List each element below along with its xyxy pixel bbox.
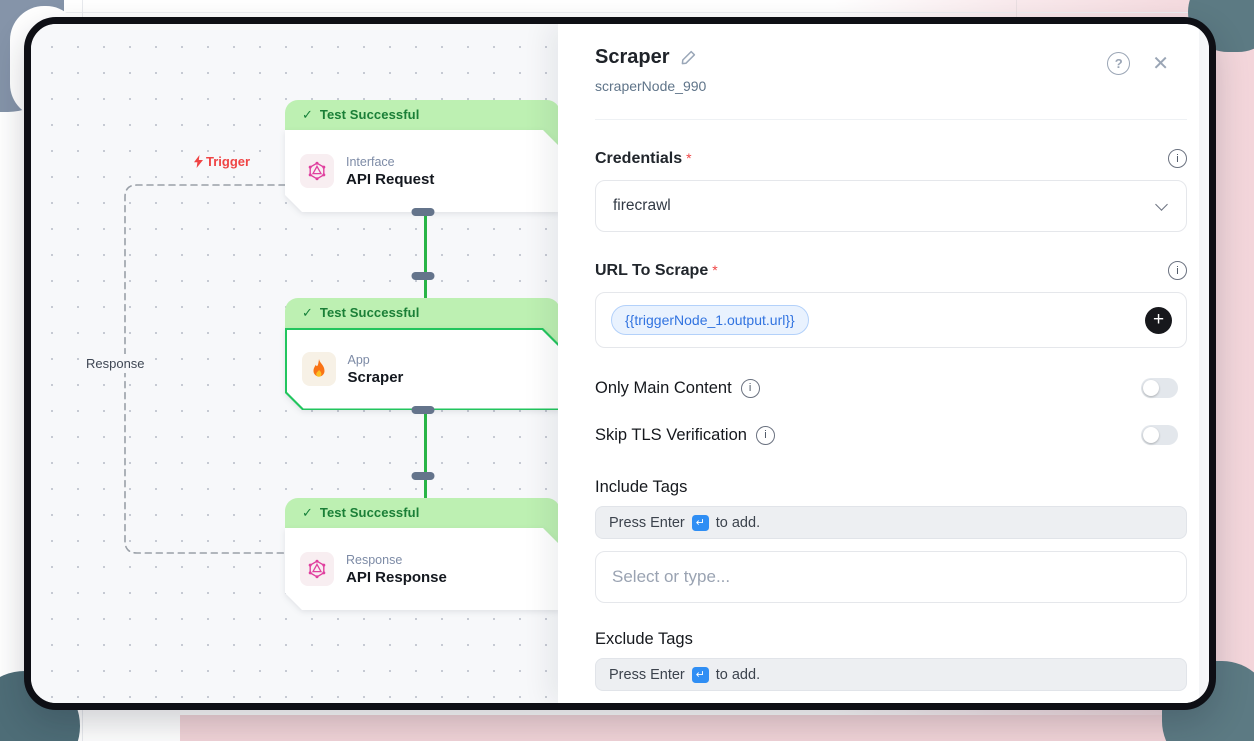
- edge-scraper-to-apiresponse: [424, 408, 427, 502]
- skip-tls-row: Skip TLS Verification i: [595, 425, 1187, 445]
- enter-key-icon: ↵: [691, 514, 709, 531]
- node-title: API Request: [346, 170, 435, 188]
- output-port-handle[interactable]: [411, 406, 434, 414]
- background-line: [0, 12, 1254, 13]
- node-title: Scraper: [347, 368, 404, 386]
- only-main-content-label: Only Main Content: [595, 378, 732, 397]
- skip-tls-label: Skip TLS Verification: [595, 425, 747, 444]
- credentials-selected-value: firecrawl: [613, 197, 671, 214]
- close-icon: ✕: [1152, 52, 1169, 75]
- background-strip: [180, 715, 1254, 741]
- hexagram-graph-icon: [307, 161, 327, 181]
- exclude-tags-label: Exclude Tags: [595, 630, 693, 648]
- node-icon-tile: [300, 552, 334, 586]
- url-to-scrape-label: URL To Scrape: [595, 261, 709, 279]
- toggle-knob: [1143, 427, 1159, 443]
- help-button[interactable]: ?: [1107, 52, 1131, 75]
- info-icon[interactable]: i: [740, 378, 760, 398]
- credentials-label: Credentials: [595, 149, 683, 167]
- node-category: Response: [346, 552, 403, 567]
- check-icon: ✓: [302, 505, 313, 520]
- panel-divider: [595, 119, 1187, 120]
- background-line: [1016, 0, 1017, 20]
- edge-apirequest-to-scraper: [424, 210, 427, 300]
- node-icon-tile: [300, 154, 334, 188]
- output-port-handle[interactable]: [411, 208, 434, 216]
- question-mark-icon: ?: [1114, 56, 1123, 71]
- add-variable-button[interactable]: +: [1145, 306, 1172, 334]
- input-port-handle[interactable]: [411, 472, 434, 480]
- node-status-text: Test Successful: [319, 305, 420, 320]
- panel-title: Scraper: [595, 46, 670, 68]
- input-port-handle[interactable]: [411, 272, 434, 280]
- only-main-content-row: Only Main Content i: [595, 378, 1187, 398]
- required-marker: *: [712, 261, 718, 278]
- pencil-icon: [681, 50, 695, 65]
- chevron-down-icon: [1155, 197, 1168, 211]
- plus-icon: +: [1152, 308, 1165, 330]
- node-id-text: scraperNode_990: [595, 78, 707, 94]
- node-category: Interface: [346, 154, 395, 169]
- node-status-text: Test Successful: [319, 107, 420, 122]
- edit-name-button[interactable]: [680, 49, 697, 66]
- info-icon[interactable]: i: [1168, 149, 1187, 168]
- check-icon: ✓: [302, 107, 313, 122]
- enter-key-icon: ↵: [691, 666, 709, 683]
- trigger-edge-label-text: Trigger: [206, 154, 251, 169]
- flame-icon: [310, 359, 328, 379]
- required-marker: *: [686, 149, 692, 166]
- node-category: App: [347, 352, 370, 367]
- toggle-knob: [1143, 380, 1159, 396]
- credentials-select[interactable]: firecrawl: [595, 180, 1187, 232]
- app-window-frame: Trigger Response ✓ Test Successful: [24, 17, 1216, 710]
- info-icon[interactable]: i: [755, 425, 775, 445]
- trigger-edge-label: Trigger: [193, 154, 250, 169]
- skip-tls-toggle[interactable]: [1141, 425, 1178, 445]
- hexagram-graph-icon: [307, 559, 327, 579]
- url-to-scrape-input[interactable]: {{triggerNode_1.output.url}} +: [595, 292, 1187, 348]
- include-tags-hint: Press Enter ↵ to add.: [595, 506, 1187, 539]
- check-icon: ✓: [302, 305, 313, 320]
- response-edge-label: Response: [79, 354, 152, 373]
- exclude-tags-hint: Press Enter ↵ to add.: [595, 658, 1187, 691]
- node-title: API Response: [346, 568, 447, 586]
- node-scraper[interactable]: ✓ Test Successful: [285, 272, 560, 414]
- include-tags-label: Include Tags: [595, 478, 688, 496]
- node-config-panel: Scraper scraperNode_990 ? ✕: [558, 24, 1199, 703]
- only-main-content-toggle[interactable]: [1141, 378, 1178, 398]
- node-icon-tile: [302, 352, 336, 386]
- node-api-response[interactable]: ✓ Test Successful: [285, 472, 560, 610]
- node-status-text: Test Successful: [319, 505, 420, 520]
- variable-pill[interactable]: {{triggerNode_1.output.url}}: [611, 305, 809, 335]
- node-api-request[interactable]: ✓ Test Successful: [285, 100, 560, 216]
- include-tags-input[interactable]: [595, 551, 1187, 603]
- lightning-bolt-icon: [194, 155, 203, 168]
- info-icon[interactable]: i: [1168, 261, 1187, 280]
- close-panel-button[interactable]: ✕: [1152, 54, 1169, 74]
